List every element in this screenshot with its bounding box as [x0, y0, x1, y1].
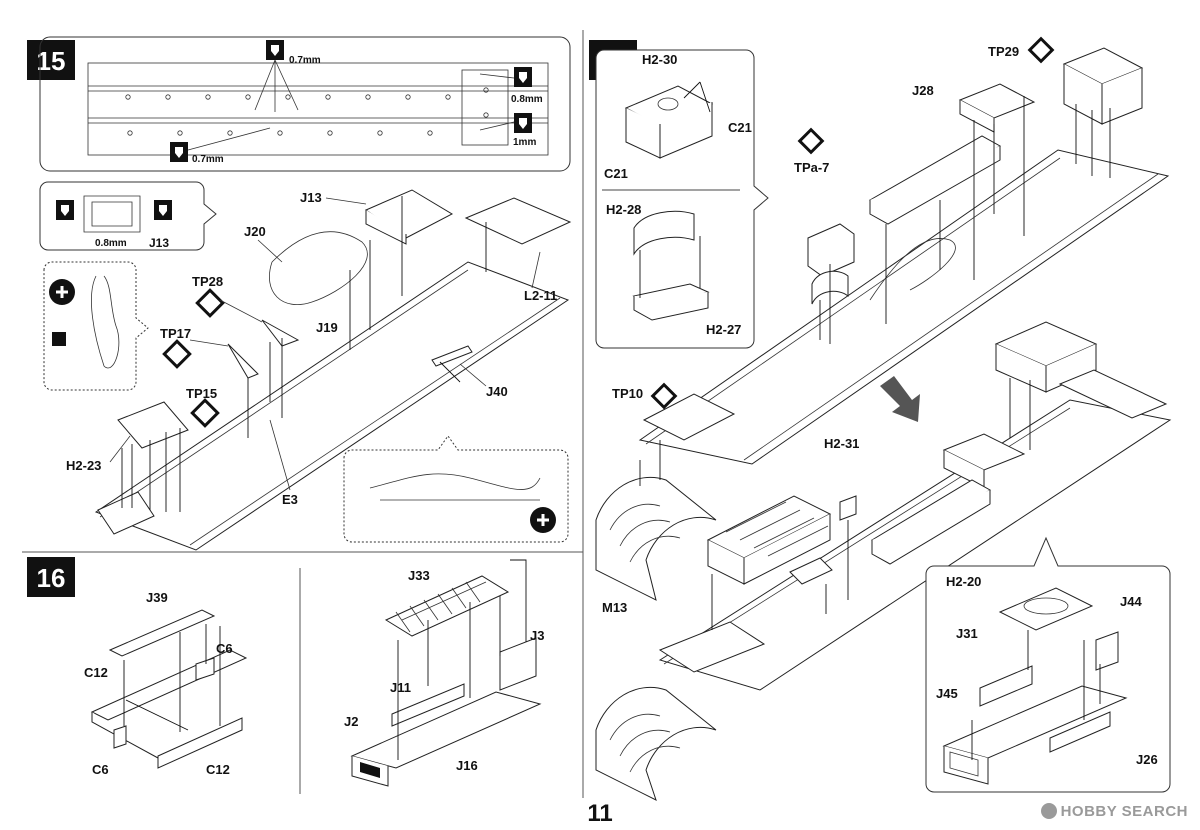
- label-j40: J40: [486, 384, 508, 399]
- label-j3: J3: [530, 628, 544, 643]
- label-tp29: TP29: [988, 44, 1019, 59]
- step-16-left-assembly: J39 C6 C12 C6 C12: [84, 590, 248, 777]
- thickness-b: 0.7mm: [192, 154, 224, 165]
- drill-icon: [154, 200, 172, 220]
- step-17-upper-chassis: [638, 47, 1170, 465]
- drill-icon: [56, 200, 74, 220]
- label-j33: J33: [408, 568, 430, 583]
- label-e3: E3: [282, 492, 298, 507]
- thickness-e: 0.8mm: [95, 238, 127, 249]
- step-17-inset-box: H2-20 J44 J31 J45 J26: [925, 536, 1171, 793]
- step-15-callout-box: 0.8mm J13: [39, 181, 217, 251]
- step-15-labels: J13 J20 TP28 J19 L2-11 TP17 TP15 H2-23 E…: [66, 190, 557, 507]
- zoom-icon: [49, 279, 75, 305]
- label-j31: J31: [956, 626, 978, 641]
- label-tp17: TP17: [160, 326, 191, 341]
- label-h2-23: H2-23: [66, 458, 101, 473]
- label-j39: J39: [146, 590, 168, 605]
- watermark-text: HOBBY SEARCH: [1060, 803, 1188, 820]
- step-17-detail-box: H2-30 C21 C21 H2-28 H2-27: [595, 49, 769, 349]
- label-tp10: TP10: [612, 386, 643, 401]
- step-16-right-assembly: J33 J3 J11 J2 J16: [344, 559, 544, 787]
- label-c6-bottom: C6: [92, 762, 109, 777]
- label-h2-31: H2-31: [824, 436, 859, 451]
- watermark: HOBBY SEARCH: [1040, 803, 1188, 820]
- label-tp15: TP15: [186, 386, 217, 401]
- label-c6-top: C6: [216, 641, 233, 656]
- direction-arrow-icon: [880, 376, 920, 422]
- label-h2-30: H2-30: [642, 52, 677, 67]
- diamond-icon: [190, 398, 220, 428]
- step-17-lower-chassis: [658, 321, 1172, 691]
- label-c21-right: C21: [728, 120, 752, 135]
- label-c12-left: C12: [84, 665, 108, 680]
- drill-icon: [170, 142, 188, 162]
- page-number: 11: [587, 800, 613, 827]
- thickness-d: 1mm: [513, 137, 536, 148]
- label-j16: J16: [456, 758, 478, 773]
- label-m13: M13: [602, 600, 627, 615]
- step-15-badge: 15: [27, 40, 75, 80]
- step-15-zoom-box: [43, 261, 149, 391]
- mudguard-m13-lower: [595, 686, 717, 801]
- label-tp28: TP28: [192, 274, 223, 289]
- label-j28: J28: [912, 83, 934, 98]
- flag-icon: [52, 332, 66, 346]
- label-j26: J26: [1136, 752, 1158, 767]
- label-j20: J20: [244, 224, 266, 239]
- label-j19: J19: [316, 320, 338, 335]
- thickness-c: 0.8mm: [511, 94, 543, 105]
- drill-icon: [266, 40, 284, 60]
- label-j13: J13: [300, 190, 322, 205]
- diamond-icon: [162, 339, 192, 369]
- label-tpa-7: TPa-7: [794, 160, 829, 175]
- label-h2-27: H2-27: [706, 322, 741, 337]
- diamond-icon: [1027, 36, 1055, 64]
- label-c12-right: C12: [206, 762, 230, 777]
- callout-part-j13: J13: [149, 236, 169, 250]
- drill-icon: [514, 67, 532, 87]
- step-15-zoom-box-2: [343, 435, 569, 543]
- step-16-badge: 16: [27, 557, 75, 597]
- watermark-logo-icon: [1040, 803, 1057, 819]
- label-j45: J45: [936, 686, 958, 701]
- label-h2-28: H2-28: [606, 202, 641, 217]
- diamond-icon: [797, 127, 825, 155]
- zoom-icon: [530, 507, 556, 533]
- diamond-icon: [195, 288, 225, 318]
- label-j2: J2: [344, 714, 358, 729]
- step-15-number: 15: [37, 46, 66, 76]
- label-j11: J11: [390, 680, 411, 695]
- step-17-labels: TP29 J28 TPa-7 TP10 H2-31 M13: [602, 36, 1055, 615]
- drill-icon: [514, 113, 532, 133]
- label-l2-11: L2-11: [524, 288, 557, 303]
- diamond-icon: [650, 382, 678, 410]
- mudguard-m13-upper: [595, 440, 717, 601]
- step-16-number: 16: [37, 563, 66, 593]
- label-h2-20: H2-20: [946, 574, 981, 589]
- label-j44: J44: [1120, 594, 1142, 609]
- step-15-detail-box: 0.7mm 0.7mm 0.8mm 1mm: [39, 36, 571, 172]
- step-15-chassis: [94, 189, 572, 551]
- label-c21-left: C21: [604, 166, 628, 181]
- thickness-a: 0.7mm: [289, 55, 321, 66]
